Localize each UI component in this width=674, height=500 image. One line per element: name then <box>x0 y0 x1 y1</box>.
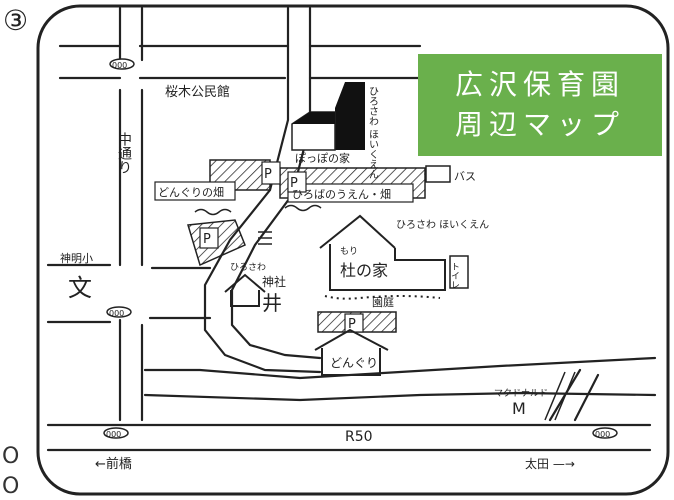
edge-mark: O <box>2 444 20 469</box>
toilet-label: トイレ <box>449 262 460 289</box>
bus-code: 000 <box>106 430 121 439</box>
garden-label: 園庭 <box>372 295 394 309</box>
bus-code: 000 <box>595 430 610 439</box>
title-line-1: 広沢保育園 <box>454 68 625 101</box>
parking-label: P <box>348 317 356 332</box>
shrine-building <box>224 273 266 307</box>
hoikuen-main-label: ひろさわ ほいくえん <box>396 219 489 231</box>
mori-house-label: 杜の家 <box>340 261 388 280</box>
edge-mark: O <box>2 474 20 499</box>
shrine-mark: 井 <box>262 291 282 315</box>
bus-code: 000 <box>109 309 124 318</box>
hoikuen-top-building <box>291 82 365 151</box>
toilet-box <box>449 255 469 289</box>
poppo-house-label: ぽっぽの家 <box>295 151 350 165</box>
mcd-label: マクドナルド <box>494 388 548 399</box>
donguri-label: どんぐり <box>330 356 378 370</box>
title-line-2: 周辺マップ <box>454 108 625 141</box>
hiroba-field-label: ひろばのうえん・畑 <box>292 188 391 201</box>
parking-label: P <box>203 232 211 247</box>
mcd-mark: M <box>512 399 526 418</box>
maebashi-label: ←前橋 <box>95 456 132 472</box>
road-label: R50 <box>345 429 373 445</box>
naka-dori-label: 中通り <box>116 132 132 174</box>
map-title-box: 広沢保育園 周辺マップ <box>418 54 662 156</box>
bus-code: 000 <box>112 61 127 70</box>
parking-label: P <box>290 176 298 191</box>
donguri-building <box>314 328 389 376</box>
hall-label: 桜木公民館 <box>165 85 230 100</box>
donguri-field-label: どんぐりの畑 <box>158 186 224 199</box>
map-border <box>36 4 670 496</box>
parking-label: P <box>264 167 272 182</box>
hoikuen-top-label: ひろさわ ほいくえん <box>367 86 379 179</box>
shrine-ruby: ひろさわ <box>230 262 266 273</box>
school-mark: 文 <box>68 274 92 302</box>
shrine-label: 神社 <box>262 274 286 289</box>
mori-house-building <box>319 214 446 291</box>
shinmei-label: 神明小 <box>60 251 93 265</box>
map-number-badge: ③ <box>3 4 29 37</box>
bus-label: バス <box>454 170 476 183</box>
mori-ruby: もり <box>340 246 358 257</box>
ota-label: 太田 —→ <box>525 456 575 471</box>
